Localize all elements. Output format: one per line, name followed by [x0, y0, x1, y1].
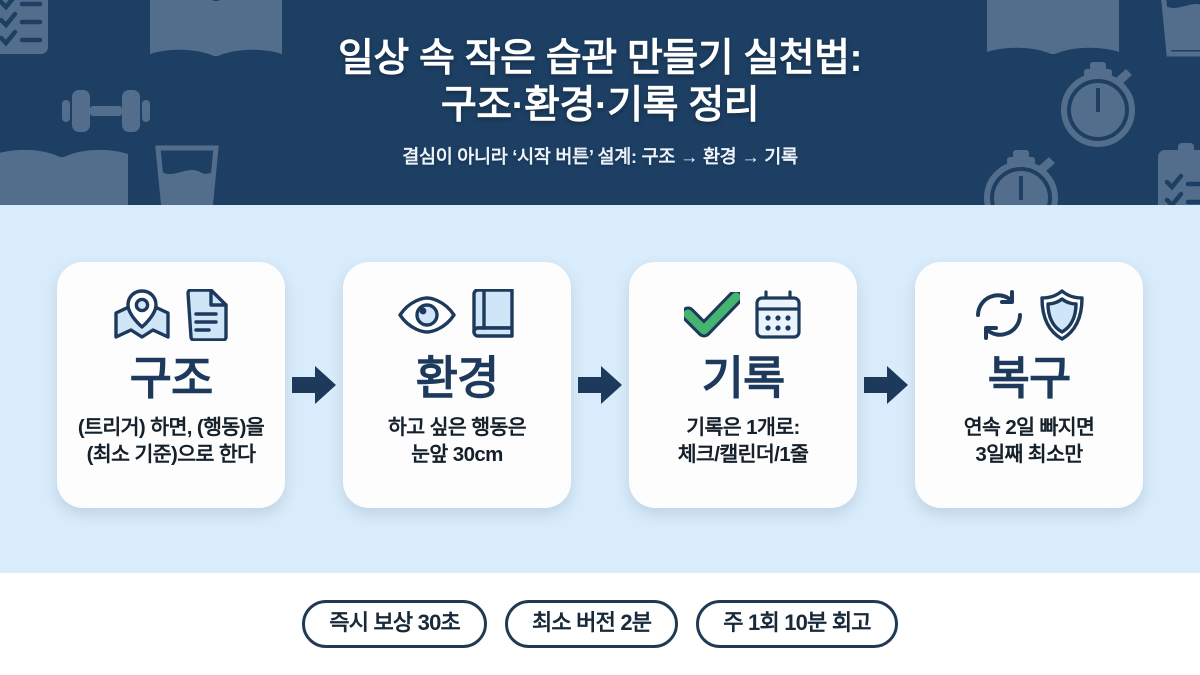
- footer-pill-instant-reward[interactable]: 즉시 보상 30초: [302, 600, 487, 648]
- step-card-record[interactable]: 기록 기록은 1개로: 체크/캘린더/1줄: [629, 262, 857, 508]
- step-arrow: [571, 262, 629, 508]
- step-desc-line-2: 체크/캘린더/1줄: [677, 443, 809, 467]
- footer-pill-minimum-version[interactable]: 최소 버전 2분: [504, 600, 679, 648]
- document-icon: [186, 289, 228, 341]
- page-title: 일상 속 작은 습관 만들기 실천법: 구조·환경·기록 정리: [298, 36, 902, 130]
- title-line-2: 구조·환경·기록 정리: [440, 83, 760, 127]
- refresh-icon: [976, 290, 1022, 340]
- open-book-icon: [150, 0, 282, 56]
- step-desc-line-1: (트리거) 하면, (행동)을: [77, 416, 265, 440]
- step-card-environment[interactable]: 환경 하고 싶은 행동은 눈앞 30cm: [343, 262, 571, 508]
- step-desc-line-2: (최소 기준)으로 한다: [86, 443, 256, 467]
- dumbbell-icon: [62, 90, 150, 132]
- step-desc-line-1: 연속 2일 빠지면: [963, 416, 1095, 440]
- check-icon: [684, 292, 740, 338]
- footer-pill-weekly-review[interactable]: 주 1회 10분 회고: [696, 600, 898, 648]
- arrow-right-icon: [864, 366, 908, 404]
- step-card-icons: [398, 284, 516, 346]
- clipboard-checklist-icon: [0, 0, 48, 54]
- open-book-icon: [0, 149, 128, 205]
- page-subtitle: 결심이 아니라 ‘시작 버튼’ 설계: 구조 → 환경 → 기록: [402, 146, 798, 168]
- step-card-description: 하고 싶은 행동은 눈앞 30cm: [380, 414, 534, 468]
- step-arrow: [857, 262, 915, 508]
- step-card-icons: [113, 284, 229, 346]
- step-desc-line-2: 눈앞 30cm: [411, 443, 503, 467]
- shield-icon: [1040, 289, 1084, 341]
- step-card-structure[interactable]: 구조 (트리거) 하면, (행동)을 (최소 기준)으로 한다: [57, 262, 285, 508]
- step-desc-line-1: 하고 싶은 행동은: [387, 416, 527, 440]
- calendar-icon: [755, 290, 801, 339]
- step-card-description: 기록은 1개로: 체크/캘린더/1줄: [670, 414, 817, 468]
- step-arrow: [285, 262, 343, 508]
- water-glass-icon: [155, 145, 219, 205]
- arrow-right-icon: [578, 366, 622, 404]
- book-icon: [472, 289, 514, 338]
- eye-icon: [398, 296, 456, 334]
- water-glass-icon: [1161, 0, 1200, 57]
- step-card-description: (트리거) 하면, (행동)을 (최소 기준)으로 한다: [70, 414, 272, 468]
- stopwatch-icon: [1061, 62, 1135, 147]
- clipboard-checklist-icon: [1158, 143, 1200, 205]
- header-banner: 일상 속 작은 습관 만들기 실천법: 구조·환경·기록 정리 결심이 아니라 …: [0, 0, 1200, 205]
- step-card-icons: [684, 284, 802, 346]
- arrow-right-icon: [292, 366, 336, 404]
- map-pin-icon: [114, 289, 170, 339]
- step-card-icons: [973, 284, 1085, 346]
- open-book-icon: [987, 0, 1119, 54]
- stopwatch-icon: [984, 150, 1058, 205]
- step-card-recovery[interactable]: 복구 연속 2일 빠지면 3일째 최소만: [915, 262, 1143, 508]
- step-card-description: 연속 2일 빠지면 3일째 최소만: [956, 414, 1103, 468]
- footer-pill-row: 즉시 보상 30초 최소 버전 2분 주 1회 10분 회고: [0, 573, 1200, 675]
- header-decoration-icons: [0, 0, 1200, 205]
- step-card-title: 복구: [987, 352, 1072, 404]
- step-desc-line-1: 기록은 1개로:: [686, 416, 800, 440]
- title-line-1: 일상 속 작은 습관 만들기 실천법:: [337, 36, 863, 80]
- step-card-title: 환경: [415, 352, 500, 404]
- step-card-title: 구조: [129, 352, 214, 404]
- step-card-title: 기록: [701, 352, 786, 404]
- step-desc-line-2: 3일째 최소만: [975, 443, 1083, 467]
- steps-row: 구조 (트리거) 하면, (행동)을 (최소 기준)으로 한다: [0, 262, 1200, 508]
